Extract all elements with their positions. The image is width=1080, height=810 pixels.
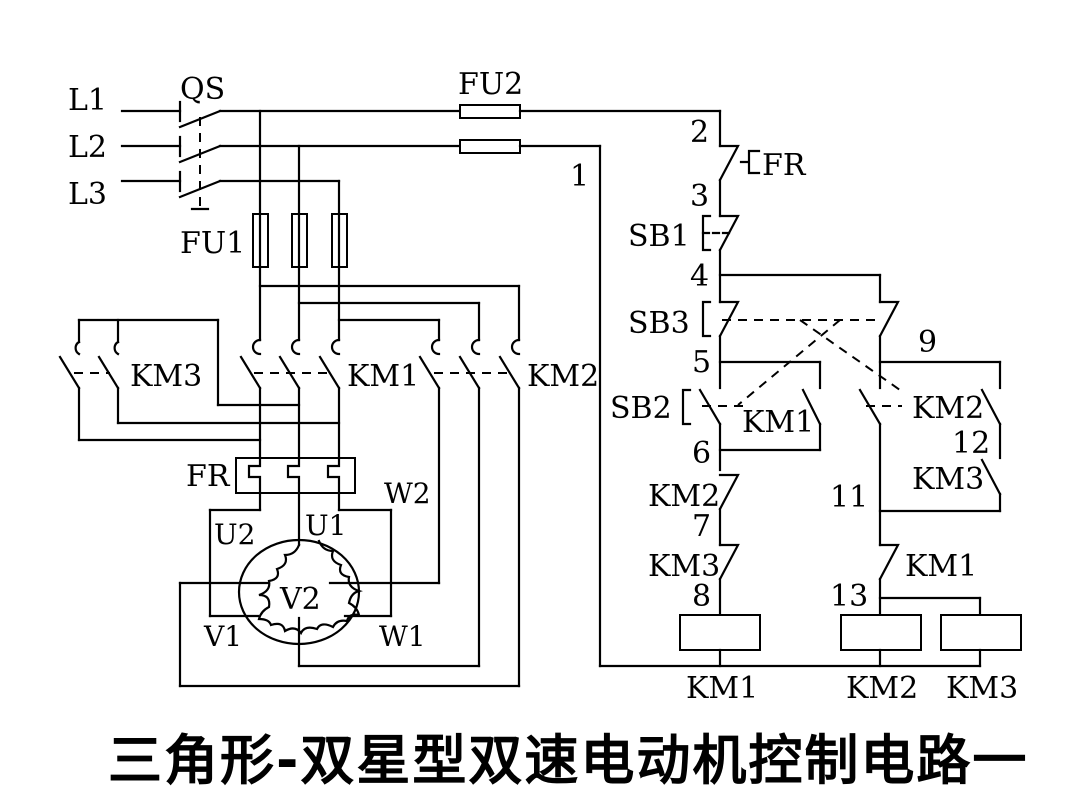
label-l3: L3	[68, 177, 107, 212]
label-km2-holding: KM2	[912, 391, 984, 426]
main-buses	[218, 109, 462, 216]
label-km1-holding: KM1	[742, 405, 814, 440]
label-w2: W2	[384, 477, 431, 510]
label-u2: U2	[214, 518, 255, 551]
mechanical-links	[702, 319, 902, 407]
fu1-fuses: FU1	[180, 212, 348, 269]
coil-km3	[940, 614, 1022, 651]
label-qs: QS	[180, 72, 225, 107]
control-left-branch: 2 FR 3 SB1 4 SB3 5 SB2 KM1 6 K	[610, 109, 882, 617]
label-km3-holding: KM3	[912, 462, 984, 497]
label-sb3: SB3	[628, 306, 690, 341]
node-8: 8	[692, 579, 711, 614]
node-1: 1	[570, 159, 589, 194]
node-11: 11	[830, 480, 868, 515]
node-2: 2	[690, 115, 709, 150]
diagram-title: 三角形-双星型双速电动机控制电路一	[108, 729, 1029, 792]
label-fr-contact: FR	[762, 148, 807, 183]
node-12: 12	[952, 426, 990, 461]
label-sb2: SB2	[610, 391, 672, 426]
coils: KM1 KM2 KM3	[679, 614, 1022, 706]
node-6: 6	[692, 436, 711, 471]
label-km2-main: KM2	[527, 359, 599, 394]
label-v1: V1	[203, 620, 242, 653]
label-km1-interlock: KM1	[905, 549, 977, 584]
label-v2: V2	[279, 582, 321, 617]
node-9: 9	[918, 325, 937, 360]
km-distribution	[258, 265, 521, 342]
label-sb1: SB1	[628, 219, 690, 254]
coil-label-km1: KM1	[686, 671, 758, 706]
node-7: 7	[692, 509, 711, 544]
label-km2-interlock: KM2	[648, 479, 720, 514]
label-fu1: FU1	[180, 226, 245, 261]
node-5: 5	[692, 345, 711, 380]
label-fr-main: FR	[186, 459, 231, 494]
label-km3-main: KM3	[130, 359, 202, 394]
coil-label-km2: KM2	[846, 671, 918, 706]
motor: U1 U2 V1 V2 W1 W2	[178, 477, 521, 688]
node-4: 4	[690, 259, 709, 294]
label-l1: L1	[68, 83, 107, 118]
coil-km1	[679, 614, 761, 651]
coil-km2	[840, 614, 922, 651]
supply-lines: L1 L2 L3	[68, 83, 182, 212]
fr-thermal-relay: FR	[186, 456, 356, 495]
label-l2: L2	[68, 130, 107, 165]
label-km3-interlock: KM3	[648, 549, 720, 584]
label-u1: U1	[305, 509, 346, 542]
label-w1: W1	[379, 620, 426, 653]
coil-label-km3: KM3	[946, 671, 1018, 706]
label-km1-main: KM1	[347, 359, 419, 394]
qs-switch: QS	[178, 72, 225, 211]
node-3: 3	[690, 179, 709, 214]
contactor-main-contacts: KM3 KM1 KM2	[58, 318, 599, 688]
label-fu2: FU2	[458, 67, 523, 102]
control-right-branch: 9 KM2 12 KM3 11 KM1 13	[830, 273, 1002, 617]
fu2-fuses: FU2 1	[458, 67, 982, 668]
node-13: 13	[830, 579, 868, 614]
